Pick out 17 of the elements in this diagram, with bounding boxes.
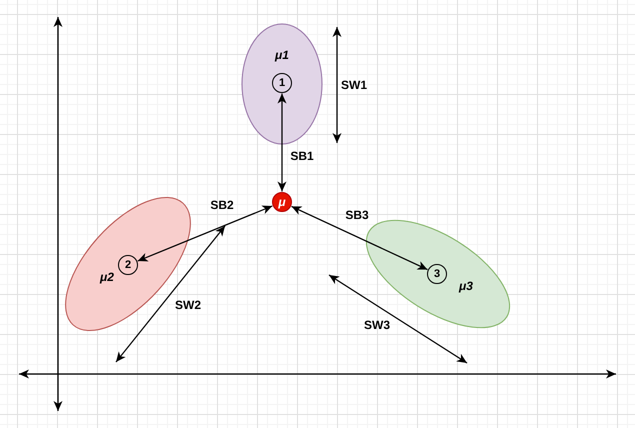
dimension-label: SW2 xyxy=(175,299,201,311)
numbered-circle: 2 xyxy=(118,255,138,275)
connector-arrow xyxy=(291,206,428,270)
cluster-mean-label: μ3 xyxy=(459,280,473,292)
edge-label: SB3 xyxy=(345,209,369,221)
edge-label: SB1 xyxy=(290,150,314,162)
edge-label: SB2 xyxy=(210,199,234,211)
cluster-mean-label: μ1 xyxy=(275,49,289,61)
cluster-ellipse xyxy=(242,24,322,144)
numbered-circle: 1 xyxy=(272,73,292,93)
overall-mean-dot: μ xyxy=(272,192,292,212)
connector-arrow xyxy=(137,205,273,262)
connector-arrow xyxy=(278,94,286,192)
numbered-circle: 3 xyxy=(427,264,447,284)
dimension-label: SW3 xyxy=(364,319,390,331)
cluster-mean-label: μ2 xyxy=(100,271,114,283)
dimension-label: SW1 xyxy=(341,79,367,91)
